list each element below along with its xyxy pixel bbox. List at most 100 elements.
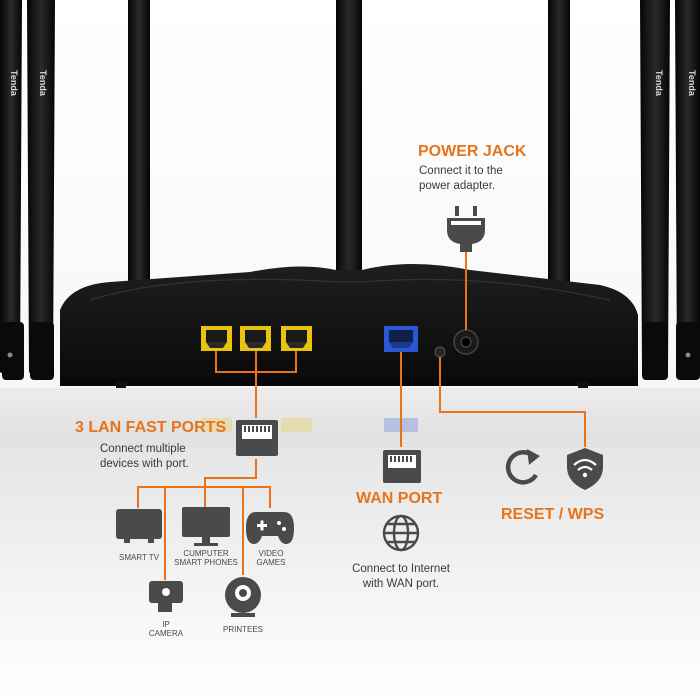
printer-core bbox=[239, 589, 247, 597]
ip-camera-icon bbox=[149, 581, 183, 612]
device-label-ip-camera: IP CAMERA bbox=[140, 620, 192, 638]
connector-lines bbox=[137, 248, 586, 580]
floor-reflection bbox=[0, 388, 700, 448]
reflection bbox=[281, 418, 312, 432]
power-jack-description: Connect it to the power adapter. bbox=[419, 164, 503, 194]
lan-desc-line: devices with port. bbox=[100, 458, 189, 470]
tv-leg bbox=[124, 539, 130, 543]
wifi-arc bbox=[577, 465, 593, 471]
antenna-hinge-left-2 bbox=[30, 322, 54, 380]
screw-right bbox=[685, 352, 691, 358]
device-label-smart-tv: SMART TV bbox=[109, 553, 169, 562]
lan-ports bbox=[201, 326, 312, 351]
device-label-line: IP bbox=[162, 620, 170, 629]
device-label-line: GAMES bbox=[256, 558, 286, 567]
device-label-line: CUMPUTER bbox=[183, 549, 229, 558]
ethernet-icon bbox=[236, 420, 278, 456]
antenna-rear-2 bbox=[548, 0, 570, 290]
lan-port-latch bbox=[206, 342, 227, 348]
antenna-logo: Tenda bbox=[687, 70, 697, 97]
reset-wps-title: RESET / WPS bbox=[501, 506, 605, 523]
plug-stripe bbox=[451, 221, 481, 225]
ethernet-pins bbox=[390, 456, 412, 462]
screw-left bbox=[7, 352, 13, 358]
wan-description: Connect to Internet with WAN port. bbox=[349, 562, 453, 592]
monitor-icon bbox=[182, 507, 230, 546]
monitor-base bbox=[194, 543, 218, 546]
camera-mount bbox=[158, 603, 172, 612]
power-plug-icon bbox=[447, 206, 485, 252]
lan-port-latch bbox=[245, 342, 266, 348]
reset-connector-line bbox=[439, 357, 586, 447]
antenna-logo: Tenda bbox=[38, 70, 48, 97]
power-jack-socket bbox=[453, 329, 479, 355]
monitor-screen bbox=[182, 507, 230, 537]
router-foot bbox=[116, 382, 126, 388]
wifi-dot bbox=[582, 472, 588, 478]
device-tree-left bbox=[137, 459, 257, 508]
right-antennas bbox=[640, 0, 700, 380]
antenna-far-left bbox=[0, 0, 22, 376]
antenna-hinge-left-1 bbox=[2, 322, 24, 380]
lan-port-opening bbox=[286, 330, 307, 342]
lan-description: Connect multiple devices with port. bbox=[100, 442, 189, 472]
router-base bbox=[60, 378, 638, 386]
gamepad-button bbox=[282, 527, 286, 531]
lan-title: 3 LAN FAST PORTS bbox=[75, 419, 227, 436]
wan-desc-line: with WAN port. bbox=[362, 578, 440, 590]
lan-port-opening bbox=[245, 330, 266, 342]
monitor-stand bbox=[202, 537, 210, 543]
lan-port-2 bbox=[240, 326, 271, 351]
refresh-arc bbox=[505, 450, 538, 485]
gamepad-button bbox=[277, 521, 281, 525]
power-jack-desc-line: power adapter. bbox=[419, 180, 496, 192]
wan-port-opening bbox=[389, 330, 413, 342]
wan-port bbox=[384, 326, 418, 352]
reflection bbox=[201, 418, 232, 432]
device-label-computer: CUMPUTER SMART PHONES bbox=[170, 549, 242, 567]
wifi-shield-icon bbox=[567, 448, 603, 490]
wan-port-latch bbox=[389, 342, 413, 348]
tv-leg bbox=[148, 539, 154, 543]
gamepad-body bbox=[246, 512, 294, 544]
shield bbox=[567, 448, 603, 490]
power-jack-title: POWER JACK bbox=[418, 143, 527, 160]
reset-button bbox=[434, 346, 446, 358]
device-label-line: SMART PHONES bbox=[174, 558, 238, 567]
refresh-icon bbox=[505, 449, 540, 485]
antenna-far-right bbox=[675, 0, 700, 377]
tv-screen bbox=[116, 509, 162, 539]
gamepad-icon bbox=[246, 512, 294, 544]
antenna-left bbox=[27, 0, 55, 378]
globe-icon bbox=[382, 514, 420, 552]
power-jack-pin bbox=[460, 336, 472, 348]
gamepad-dpad bbox=[260, 520, 264, 531]
antenna-logo: Tenda bbox=[9, 70, 19, 97]
printer-icon bbox=[225, 577, 261, 617]
ethernet-icon bbox=[383, 450, 421, 483]
antenna-hinge-right-2 bbox=[676, 322, 700, 380]
wifi-arc bbox=[573, 458, 597, 466]
device-label-line: PRINTEES bbox=[222, 625, 263, 634]
wan-title: WAN PORT bbox=[356, 490, 443, 507]
printer-base bbox=[231, 613, 255, 617]
device-label-video-games: VIDEO GAMES bbox=[246, 549, 296, 567]
antenna-right bbox=[640, 0, 670, 378]
plug-prong bbox=[455, 206, 459, 216]
wan-desc-line: Connect to Internet bbox=[352, 563, 450, 575]
tv-icon bbox=[116, 509, 162, 543]
device-label-line: CAMERA bbox=[148, 629, 184, 638]
lan-port-opening bbox=[206, 330, 227, 342]
device-label-printer: PRINTEES bbox=[212, 625, 274, 634]
power-jack-desc-line: Connect it to the bbox=[419, 165, 503, 177]
plug-prong bbox=[473, 206, 477, 216]
plug-body bbox=[447, 218, 485, 252]
router-body bbox=[60, 264, 638, 388]
left-antennas bbox=[0, 0, 55, 380]
lan-port-latch bbox=[286, 342, 307, 348]
device-tree-right bbox=[205, 486, 271, 508]
lan-desc-line: Connect multiple bbox=[100, 443, 186, 455]
router-case bbox=[60, 264, 638, 378]
refresh-arrow bbox=[527, 449, 540, 465]
